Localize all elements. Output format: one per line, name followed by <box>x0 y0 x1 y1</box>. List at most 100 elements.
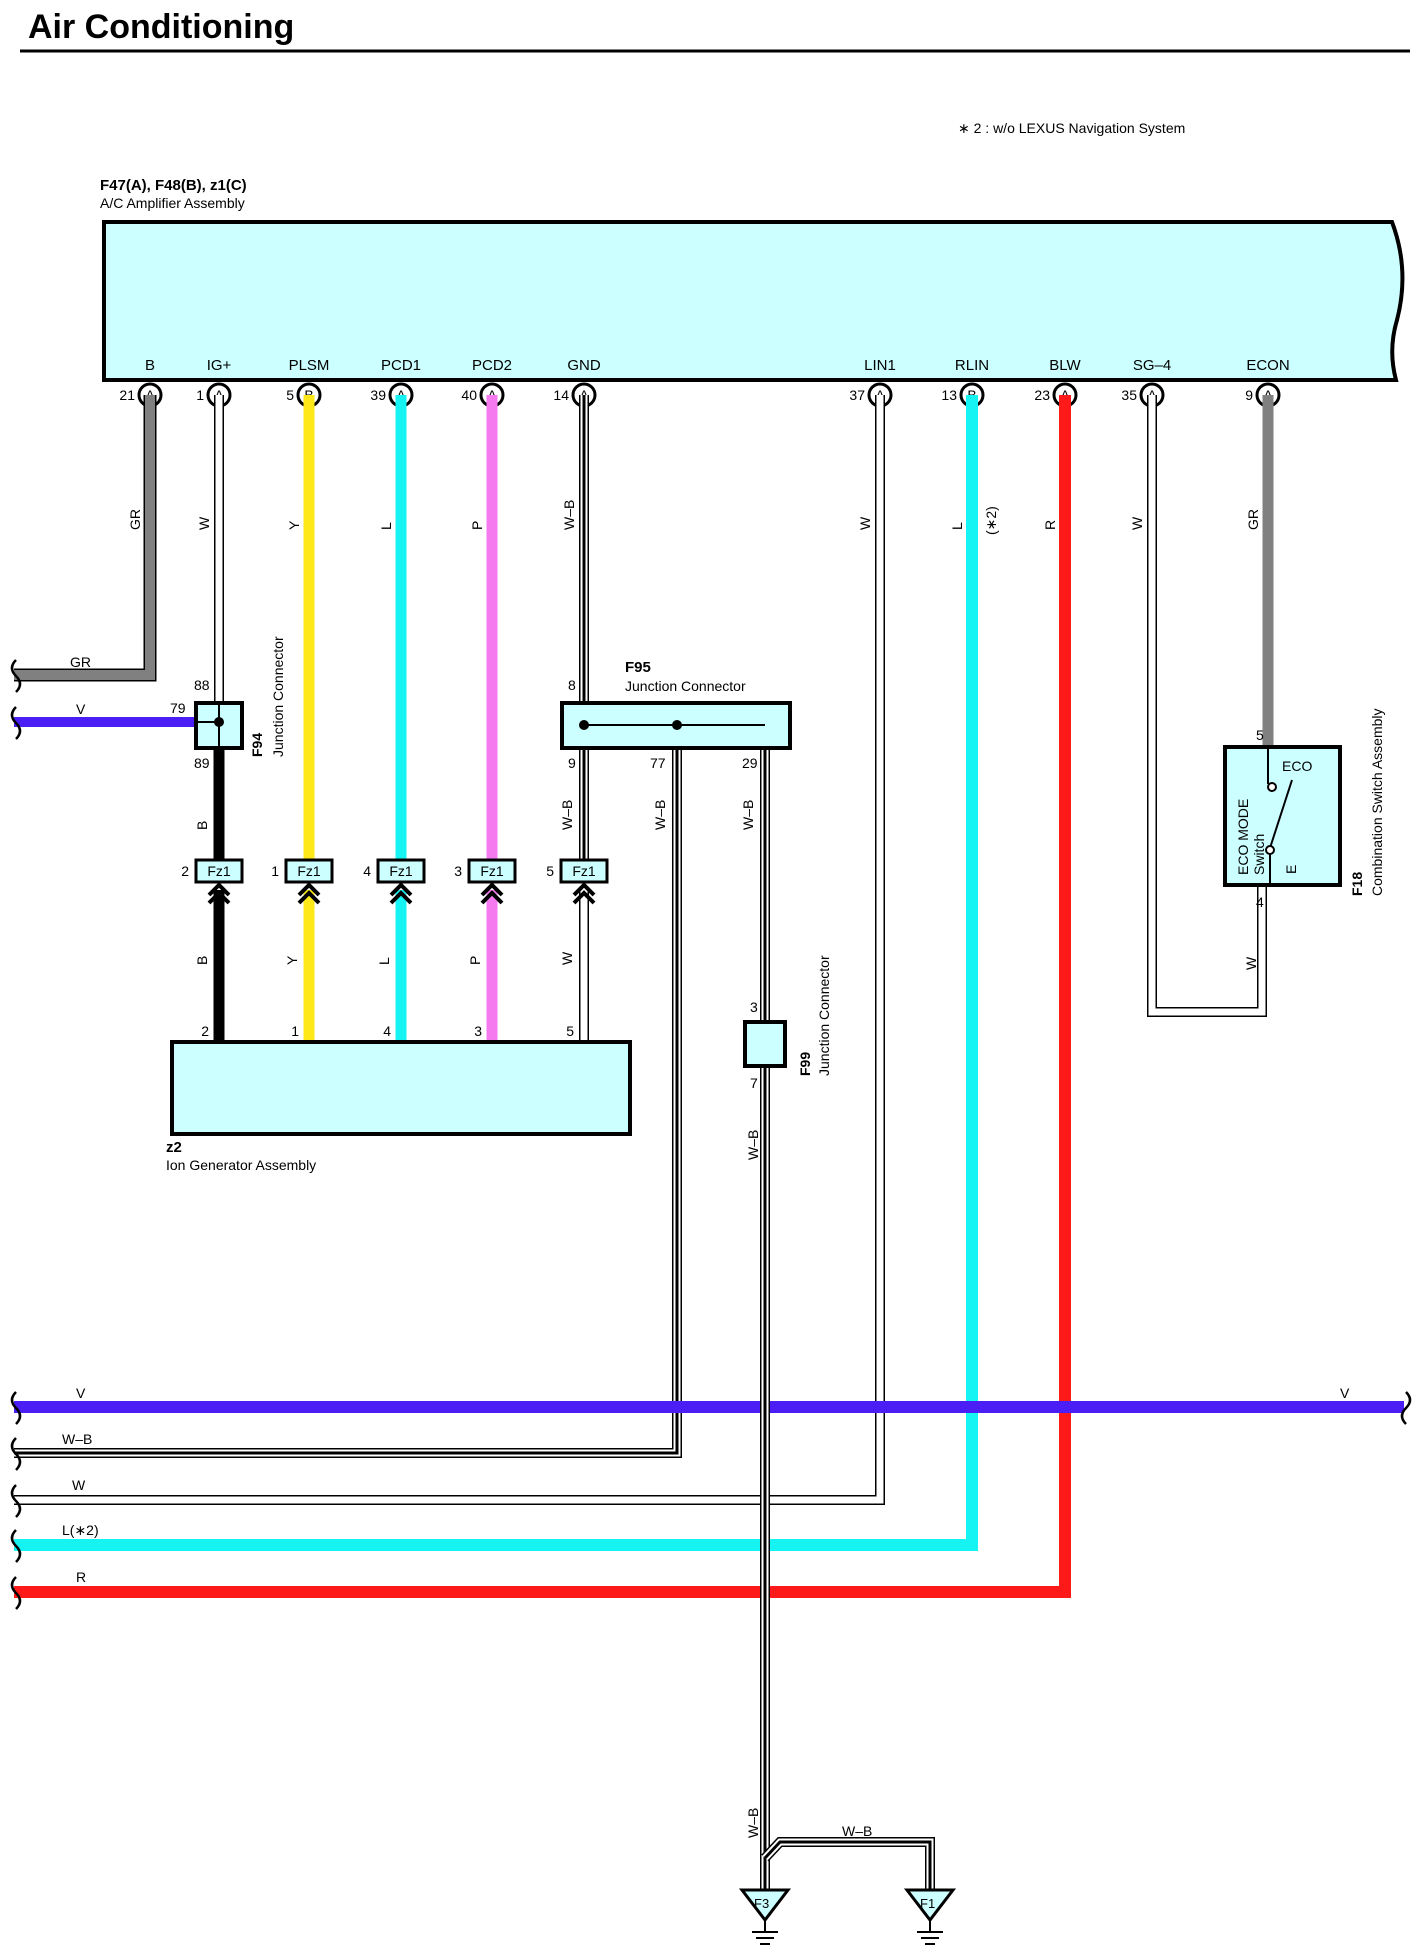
wire-color-label: P <box>467 956 483 965</box>
fz1-connector-chevron <box>297 882 321 905</box>
f94-pin-bottom: 89 <box>194 755 210 771</box>
f18-name: Combination Switch Assembly <box>1369 708 1385 896</box>
wire-color-label: W–B <box>745 1130 761 1160</box>
f99-pin-top: 3 <box>750 999 758 1015</box>
ground-f1-triangle <box>903 1888 957 1923</box>
fz1-connector-pin: 2 <box>181 863 189 879</box>
fz1-connector-chevron <box>389 882 413 905</box>
amplifier-terminal-signal: B <box>145 357 155 374</box>
wire-b-gr <box>14 395 155 680</box>
wire-color-label: B <box>194 956 210 965</box>
ground-f3-wire-label: W–B <box>745 1808 761 1838</box>
f18-code: F18 <box>1349 872 1365 896</box>
wire-color-label: W <box>559 951 575 965</box>
bus-v-label-right: V <box>1340 1385 1350 1401</box>
fz1-connector-label: Fz1 <box>572 863 596 879</box>
fz1-connector-label: Fz1 <box>207 863 231 879</box>
break-bus-l <box>10 1529 22 1563</box>
amplifier-terminal-pin: 39 <box>370 387 386 403</box>
f94-pin-left: 79 <box>170 700 186 716</box>
left-wire-gr-label: GR <box>70 654 91 670</box>
fz1-connector-box <box>559 858 609 884</box>
break-bus-wb <box>10 1437 22 1471</box>
bus-wb-label: W–B <box>62 1431 92 1447</box>
fz1-connector-box <box>194 858 244 884</box>
amplifier-terminal-signal: IG+ <box>207 357 232 374</box>
f94-code: F94 <box>249 733 265 757</box>
wire-color-label: W–B <box>740 800 756 830</box>
amplifier-terminal-signal: BLW <box>1049 357 1081 374</box>
f18-box <box>1223 745 1342 887</box>
fz1-connector-chevron <box>480 882 504 905</box>
amplifier-terminal-signal: ECON <box>1246 357 1289 374</box>
wire-color-label: GR <box>1245 509 1261 530</box>
break-v <box>10 706 22 740</box>
wire-color-label: L <box>376 957 392 965</box>
f99-code: F99 <box>797 1052 813 1076</box>
wire-color-label: W <box>196 516 212 530</box>
fz1-connector-pin: 1 <box>271 863 279 879</box>
fz1-connector-pin: 4 <box>363 863 371 879</box>
page-title: Air Conditioning <box>28 8 294 46</box>
wire-color-label: P <box>469 521 485 530</box>
bus-w-label: W <box>72 1477 86 1493</box>
f95-pin-9: 9 <box>568 755 576 771</box>
wires <box>14 395 1404 1890</box>
bus-r-label: R <box>76 1569 86 1585</box>
ground-f1-wire-label: W–B <box>842 1823 872 1839</box>
ground-f1: F1 <box>903 1888 957 1945</box>
amplifier-terminal-pin: 40 <box>461 387 477 403</box>
amplifier-box <box>102 220 1405 382</box>
bus-l-label: L(∗2) <box>62 1522 99 1538</box>
break-gr <box>10 659 22 693</box>
eco-switch-name-line1: ECO MODE <box>1235 799 1251 875</box>
f95-splice-dot-1 <box>579 720 589 730</box>
amplifier-terminal-signal: LIN1 <box>864 357 896 374</box>
f18-pin-bottom: 4 <box>1256 894 1264 910</box>
bus-v-label: V <box>76 1385 86 1401</box>
eco-switch-blade <box>1269 779 1293 849</box>
eco-switch-contact-top <box>1267 782 1277 792</box>
amplifier-terminal-pin: 13 <box>941 387 957 403</box>
ion-generator-pin: 3 <box>474 1023 482 1039</box>
ion-generator-pin: 5 <box>566 1023 574 1039</box>
eco-switch-contact-bottom <box>1265 845 1275 855</box>
f18-pin-top: 5 <box>1256 727 1264 743</box>
left-wire-v-label: V <box>76 701 86 717</box>
eco-switch-eco-pin: ECO <box>1282 758 1312 774</box>
wire-color-label: W–B <box>559 800 575 830</box>
break-bus-r <box>10 1576 22 1610</box>
amplifier-terminal-pin: 23 <box>1034 387 1050 403</box>
f99-pin-bottom: 7 <box>750 1075 758 1091</box>
wire-lin1-w <box>14 395 884 1504</box>
wire-f1-outline <box>761 1837 935 1890</box>
fz1-connector-pin: 3 <box>454 863 462 879</box>
ion-generator-box <box>170 1040 632 1136</box>
wire-f1-w <box>762 1838 934 1890</box>
fz1-connector-label: Fz1 <box>297 863 321 879</box>
wire-color-label: L <box>378 522 394 530</box>
wire-color-label: R <box>1042 520 1058 530</box>
f94-name: Junction Connector <box>270 636 286 757</box>
fz1-connector-chevron <box>572 882 596 905</box>
wire-color-label: W–B <box>561 500 577 530</box>
ground-f1-label: F1 <box>920 1896 935 1911</box>
wire-sg4-outline <box>1147 395 1267 1017</box>
ion-generator-pin: 4 <box>383 1023 391 1039</box>
amplifier-terminal-pin: 9 <box>1245 387 1253 403</box>
amplifier-terminal-signal: PCD1 <box>381 357 421 374</box>
wire-color-label: Y <box>284 955 300 965</box>
eco-switch-name-line2: Switch <box>1251 834 1267 875</box>
wire-f1-b <box>763 1840 932 1890</box>
wire-color-label: W <box>857 516 873 530</box>
f94-splice-dot <box>214 717 224 727</box>
f95-splice-dot-2 <box>672 720 682 730</box>
amplifier-terminal-pin: 35 <box>1121 387 1137 403</box>
fz1-connector-box <box>467 858 517 884</box>
amplifier-terminal-pin: 14 <box>553 387 569 403</box>
amplifier-terminal-pin: 1 <box>196 387 204 403</box>
amplifier-terminal-pin: 5 <box>286 387 294 403</box>
wire-blw-r <box>14 395 1071 1598</box>
wire-color-label: W <box>1243 956 1259 970</box>
